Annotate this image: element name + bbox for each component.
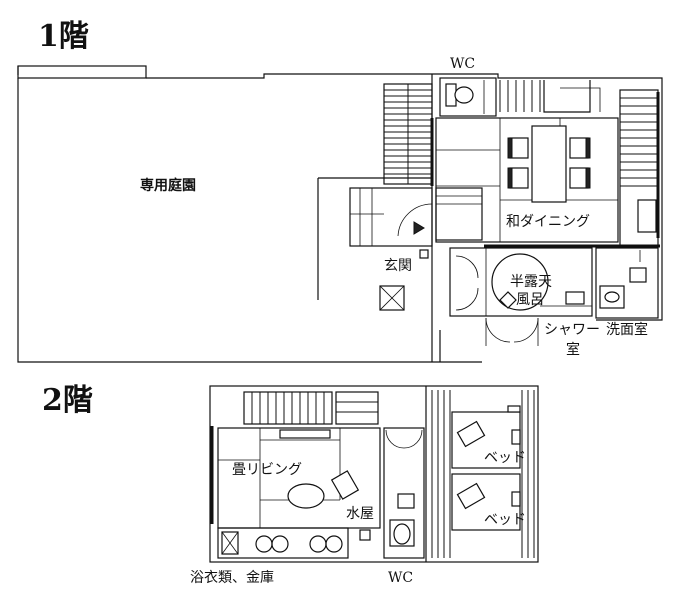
staircase-right xyxy=(619,89,659,247)
shower-doors xyxy=(485,317,539,346)
entrance-marker-icon xyxy=(379,285,405,311)
garden-area xyxy=(17,65,432,363)
floor2-building xyxy=(209,385,539,563)
washroom-label: 洗面室 xyxy=(606,321,648,338)
floor-1-title: 1階 xyxy=(38,19,89,54)
washroom-area xyxy=(595,247,659,319)
staircase-1 xyxy=(383,83,433,185)
bath-area xyxy=(449,247,593,317)
dining-label: 和ダイニング xyxy=(506,214,590,230)
wc-2-label: WC xyxy=(388,570,413,586)
staircase-upper xyxy=(499,80,601,113)
entrance-area xyxy=(349,187,483,259)
wc-1-label: WC xyxy=(450,56,475,72)
living-label: 畳リビング xyxy=(232,462,302,478)
storage-row xyxy=(217,527,349,559)
garden-label: 専用庭園 xyxy=(140,177,196,194)
tatami-living xyxy=(217,427,381,541)
dining-room xyxy=(435,117,619,243)
wc-1 xyxy=(439,77,497,117)
wc-2 xyxy=(383,427,425,559)
floor-2-title: 2階 xyxy=(42,383,93,418)
shower-label-1: シャワー xyxy=(544,322,600,338)
shower-label-2: 室 xyxy=(566,341,580,358)
water-label: 水屋 xyxy=(346,506,374,522)
entrance-label: 玄関 xyxy=(384,257,412,274)
bedroom xyxy=(431,390,535,558)
staircase-2 xyxy=(243,391,379,425)
bed-2-label: ベッド xyxy=(484,512,526,528)
bath-label-1: 半露天 xyxy=(510,274,552,290)
bed-1-label: ベッド xyxy=(484,450,526,466)
storage-label: 浴衣類、金庫 xyxy=(190,569,274,586)
bath-label-2: 風呂 xyxy=(516,292,544,308)
